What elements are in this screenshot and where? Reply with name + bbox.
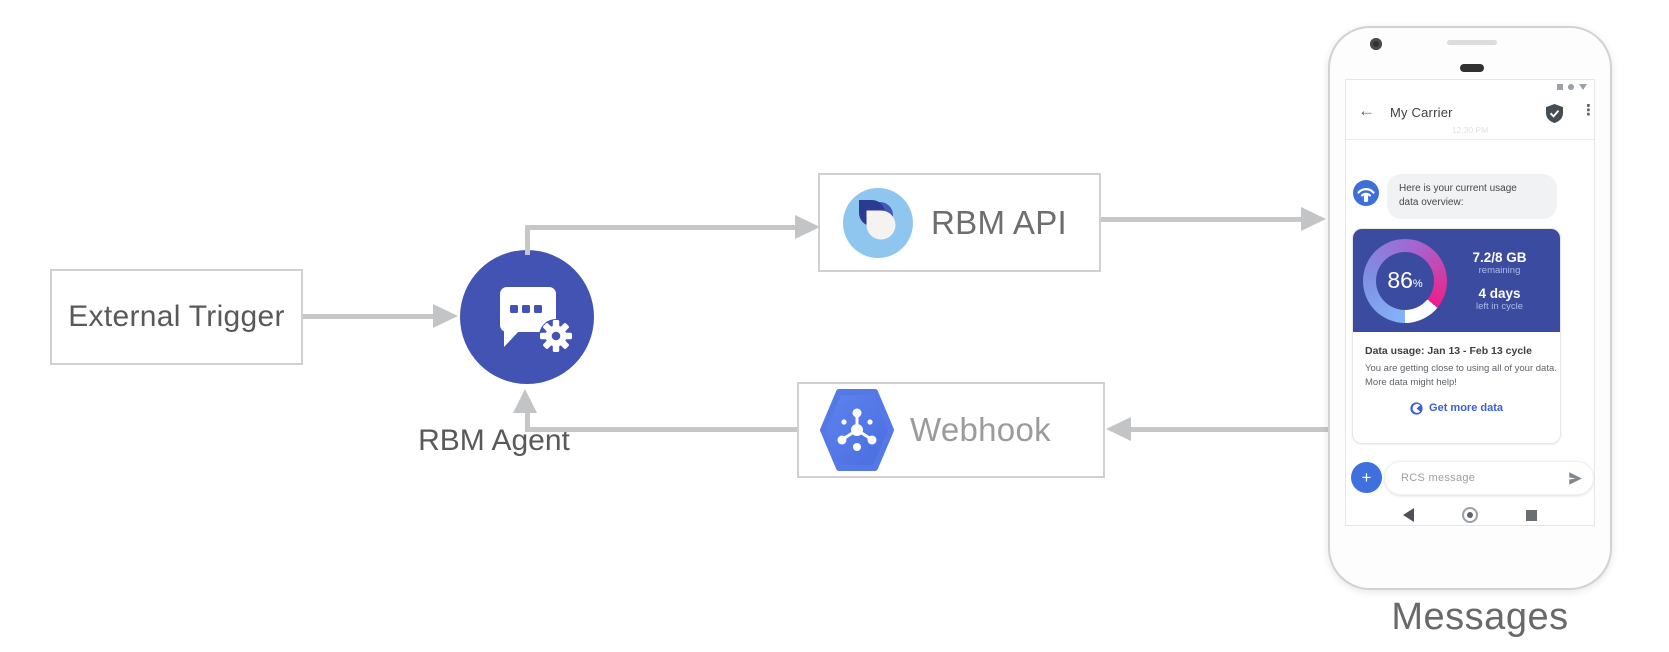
arrow-webhook-to-agent-vertical	[525, 412, 530, 429]
gauge-percent-symbol: %	[1412, 278, 1423, 290]
arrow-phone-to-webhook	[1131, 427, 1328, 432]
send-icon[interactable]	[1568, 471, 1583, 486]
arrowhead-agent-to-api	[795, 215, 820, 239]
arrowhead-phone-to-webhook	[1106, 417, 1131, 441]
remaining-label: remaining	[1478, 264, 1521, 276]
status-triangle-icon	[1579, 84, 1587, 90]
status-square-icon	[1557, 84, 1563, 90]
back-arrow-icon[interactable]: ←	[1358, 101, 1375, 120]
rcs-message-input[interactable]	[1399, 471, 1568, 485]
message-timestamp: 12:30 PM	[1451, 125, 1489, 135]
remaining-value: 7.2/8 GB	[1472, 249, 1527, 265]
status-bar	[1557, 84, 1587, 90]
arrowhead-trigger-to-agent	[433, 304, 458, 328]
appbar-divider	[1346, 139, 1594, 140]
conversation-title: My Carrier	[1390, 105, 1453, 120]
chat-gear-icon	[500, 287, 573, 353]
arrowhead-webhook-to-agent	[513, 389, 537, 413]
nav-recents-button[interactable]	[1526, 509, 1537, 521]
usage-gauge: 86 %	[1363, 238, 1447, 323]
status-circle-icon	[1568, 84, 1574, 90]
cycle-days-value: 4 days	[1478, 285, 1521, 301]
rbm-api-icon	[843, 187, 913, 258]
arrow-agent-to-api-vertical	[525, 230, 530, 255]
earpiece	[1460, 64, 1484, 72]
usage-gauge-section: 86 % 7.2/8 GB remaining 4 days left in c…	[1353, 229, 1560, 332]
front-camera	[1370, 38, 1382, 50]
arrow-api-to-phone	[1101, 217, 1301, 222]
arrowhead-api-to-phone	[1301, 207, 1326, 231]
messages-caption: Messages	[1391, 596, 1569, 638]
get-more-data-button[interactable]: Get more data	[1353, 401, 1560, 415]
bubble-line-1: Here is your current usage	[1399, 183, 1517, 194]
globe-icon	[1410, 401, 1423, 415]
hotspot-icon	[1357, 188, 1375, 202]
usage-card-body-1: You are getting close to using all of yo…	[1365, 363, 1557, 374]
rbm-api-box: RBM API	[818, 173, 1101, 272]
arrow-agent-to-api-horizontal	[525, 225, 795, 230]
agent-message-bubble: Here is your current usage data overview…	[1387, 174, 1557, 219]
android-nav-bar	[1346, 504, 1594, 525]
nav-home-button[interactable]	[1462, 507, 1478, 523]
webhook-label: Webhook	[910, 411, 1051, 448]
webhook-pubsub-icon	[820, 389, 894, 471]
usage-card-title: Data usage: Jan 13 - Feb 13 cycle	[1365, 345, 1532, 357]
rbm-agent-node	[460, 250, 594, 384]
composer-bar	[1384, 461, 1594, 495]
nav-back-button[interactable]	[1403, 508, 1414, 522]
compose-plus-button[interactable]: +	[1351, 462, 1382, 493]
webhook-box: Webhook	[797, 382, 1105, 478]
arrow-webhook-to-agent-horizontal	[525, 427, 797, 432]
verified-shield-icon	[1546, 104, 1563, 128]
usage-card-body-2: More data might help!	[1365, 377, 1457, 389]
external-trigger-box: External Trigger	[50, 269, 303, 365]
bubble-line-2: data overview:	[1399, 197, 1464, 208]
phone-screen: ← My Carrier ⋮ 12:30 PM Here is your cur…	[1345, 79, 1595, 526]
gauge-percent: 86	[1387, 267, 1413, 293]
data-usage-card: 86 % 7.2/8 GB remaining 4 days left in c…	[1352, 228, 1561, 444]
external-trigger-label: External Trigger	[68, 300, 285, 333]
carrier-avatar	[1353, 180, 1379, 206]
cycle-days-label: left in cycle	[1476, 300, 1523, 312]
overflow-menu-icon[interactable]: ⋮	[1581, 102, 1595, 119]
speaker-slit	[1447, 40, 1497, 45]
get-more-data-label: Get more data	[1429, 402, 1503, 414]
rbm-api-label: RBM API	[931, 203, 1067, 241]
arrow-trigger-to-agent	[303, 314, 435, 319]
